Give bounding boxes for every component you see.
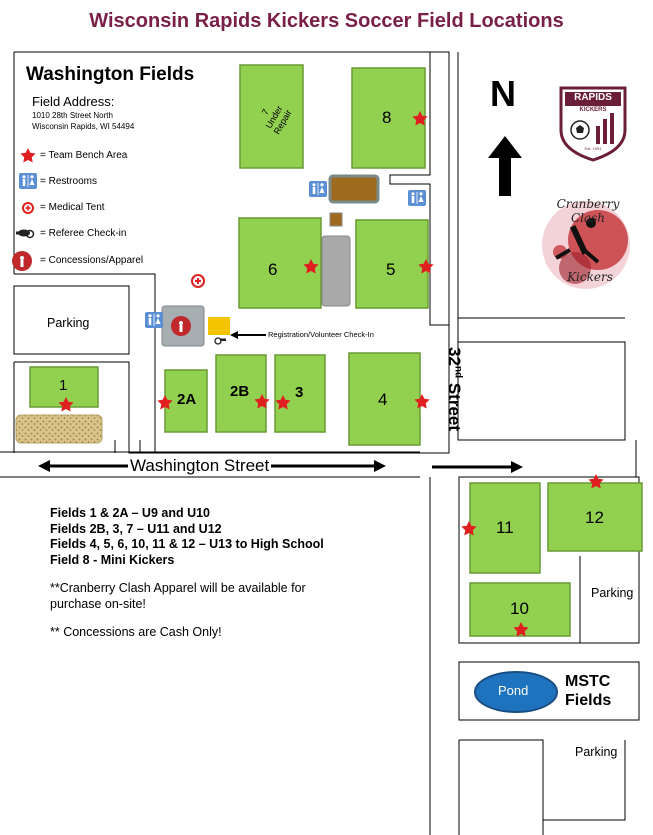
north-label: N [490,73,516,114]
field-6 [238,217,322,309]
cranberry-clash-logo [542,201,630,289]
field-2a-label: 2A [177,391,197,408]
north-arrow [488,136,522,158]
washington-street-label: Washington Street [128,456,272,476]
field-7 [239,64,304,169]
cranberry-logo-text: Cranberry Clash [556,197,620,225]
address-line-1: 1010 28th Street North [32,111,113,120]
notes-block: Fields 1 & 2A – U9 and U10 Fields 2B, 3,… [50,506,324,641]
parking-right-label: Parking [591,586,634,600]
street-arrow-right-2 [511,461,523,473]
field-11 [469,482,541,574]
field-12-label: 12 [585,508,604,527]
field-2b [215,354,267,433]
field-10-label: 10 [510,599,529,618]
restroom-icon [19,173,37,189]
legend-concessions-text: = Concessions/Apparel [40,255,144,266]
registration-tent [208,317,230,335]
pond-label: Pond [498,683,529,698]
legend-star-text: = Team Bench Area [40,150,128,161]
parking-structure [321,235,351,307]
field-4 [348,352,421,446]
parking-left-label: Parking [47,316,90,330]
note-line-1: Fields 1 & 2A – U9 and U10 [50,506,211,520]
note-line-4: Field 8 - Mini Kickers [50,552,175,567]
rapids-logo-subtext: KICKERS [579,107,607,113]
field-5-label: 5 [386,260,396,279]
field-2b-label: 2B [230,383,250,400]
note-line-6: purchase on-site! [50,596,146,611]
legend-medical-text: = Medical Tent [40,202,105,213]
star-icon [20,148,36,163]
field-4-label: 4 [378,390,388,409]
building-brown [328,174,380,204]
note-line-7: ** Concessions are Cash Only! [50,625,222,639]
address-line-2: Wisconsin Rapids, WI 54494 [32,122,135,131]
rapids-logo [559,86,627,162]
rapids-logo-text: RAPIDS [574,92,612,103]
pond [474,671,558,713]
washington-heading: Washington Fields [26,64,195,85]
note-line-5: **Cranberry Clash Apparel will be availa… [50,581,306,595]
street-32-suffix: nd [452,365,464,379]
mstc-label: MSTC Fields [565,672,611,710]
restroom-icon [145,312,163,328]
note-line-3: Fields 4, 5, 6, 10, 11 & 12 – U13 to Hig… [50,537,324,551]
restroom-icon [309,181,327,197]
address-label: Field Address: [32,94,115,109]
cranberry-logo-kickers: Kickers [567,270,613,284]
registration-arrow [230,331,238,339]
note-line-2: Fields 2B, 3, 7 – U11 and U12 [50,521,222,536]
concessions-icon [12,251,32,271]
legend-restroom-text: = Restrooms [40,176,97,187]
medical-cross-icon [22,202,34,214]
street-arrow-right [374,460,386,472]
street-32-number: 32 [445,346,464,366]
field-12 [547,482,643,552]
field-3-label: 3 [295,384,304,401]
field-6-label: 6 [268,260,278,279]
building-small [329,212,343,227]
field-3 [274,354,326,433]
street-32nd-label: 32nd Street [442,334,464,444]
whistle-icon [16,229,35,239]
street-32-word: Street [445,382,464,432]
field-8 [351,67,426,169]
whistle-icon [214,337,226,345]
mstc-line-1: MSTC [565,673,611,690]
address: 1010 28th Street North Wisconsin Rapids,… [32,110,134,132]
gravel-area [15,414,103,444]
registration-label: Registration/Volunteer Check-In [268,330,374,339]
field-5 [355,219,429,309]
field-8-label: 8 [382,108,392,127]
medical-cross-icon [191,274,205,288]
restroom-icon [408,190,426,206]
field-1-label: 1 [59,377,68,394]
field-11-label: 11 [496,518,514,537]
rapids-logo-est: Est. 1991 [584,146,602,151]
concessions-icon [171,316,191,336]
map-title: Wisconsin Rapids Kickers Soccer Field Lo… [89,10,564,32]
mstc-line-2: Fields [565,692,612,709]
parking-bottom-label: Parking [575,745,618,759]
street-arrow-left [38,460,50,472]
legend-referee-text: = Referee Check-in [40,228,127,239]
